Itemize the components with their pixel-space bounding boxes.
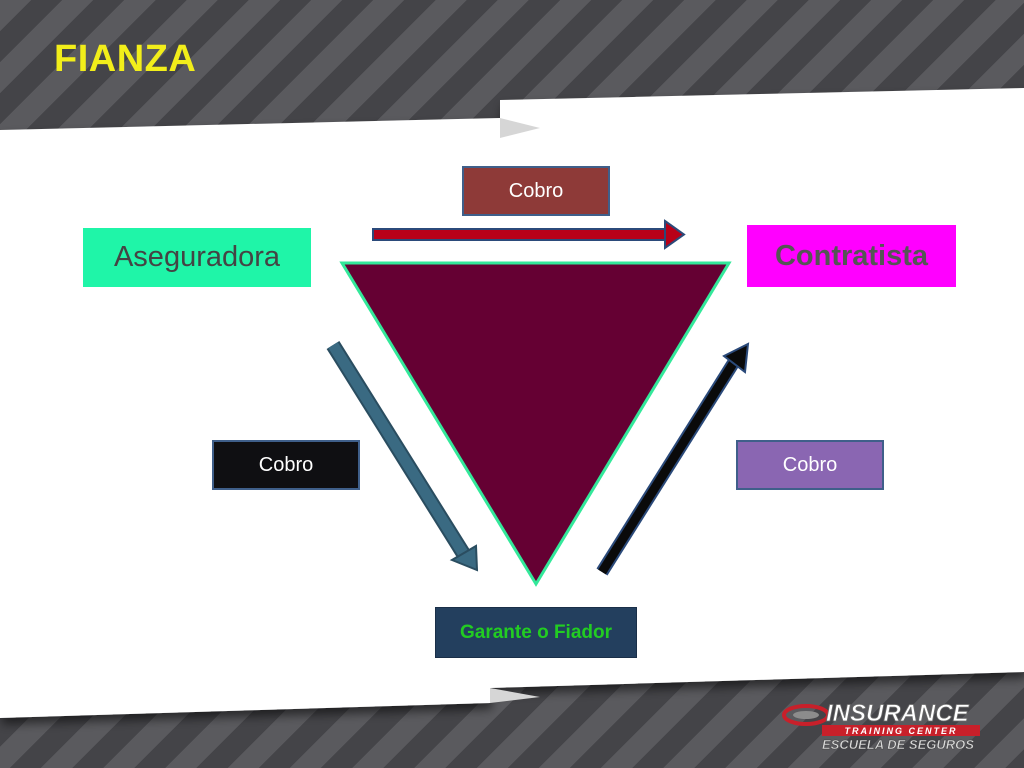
- contratista-label: Contratista: [774, 239, 929, 272]
- panel-fold-lower: [490, 688, 540, 703]
- logo-line2: TRAINING CENTER: [845, 726, 958, 736]
- aseguradora-label: Aseguradora: [113, 241, 281, 273]
- arrow-diagonal-up: [596, 342, 750, 576]
- cobro-top-label: Cobro: [508, 179, 564, 202]
- cobro-box-left: Cobro: [212, 440, 360, 490]
- cobro-box-top: Cobro: [462, 166, 610, 216]
- aseguradora-box: Aseguradora: [83, 228, 311, 287]
- panel-fold-upper: [500, 118, 540, 138]
- garante-box: Garante o Fiador: [435, 607, 637, 658]
- garante-label: Garante o Fiador: [459, 621, 613, 643]
- swoosh-icon: [782, 704, 830, 726]
- arrow-top-right: [372, 219, 686, 250]
- insurance-training-center-logo: INSURANCE TRAINING CENTER ESCUELA DE SEG…: [782, 692, 984, 754]
- logo-line3: ESCUELA DE SEGUROS: [822, 737, 974, 752]
- logo-graphic: INSURANCE TRAINING CENTER ESCUELA DE SEG…: [782, 700, 980, 752]
- cobro-left-label: Cobro: [258, 453, 314, 476]
- slide-title: FIANZA: [54, 38, 197, 80]
- cobro-right-label: Cobro: [782, 453, 838, 476]
- logo-line1: INSURANCE: [826, 700, 970, 727]
- logo-line2-bar: [822, 725, 980, 736]
- contratista-box: Contratista: [747, 225, 956, 287]
- cobro-box-right: Cobro: [736, 440, 884, 490]
- center-triangle: [339, 261, 732, 587]
- arrow-diagonal-down: [326, 341, 479, 572]
